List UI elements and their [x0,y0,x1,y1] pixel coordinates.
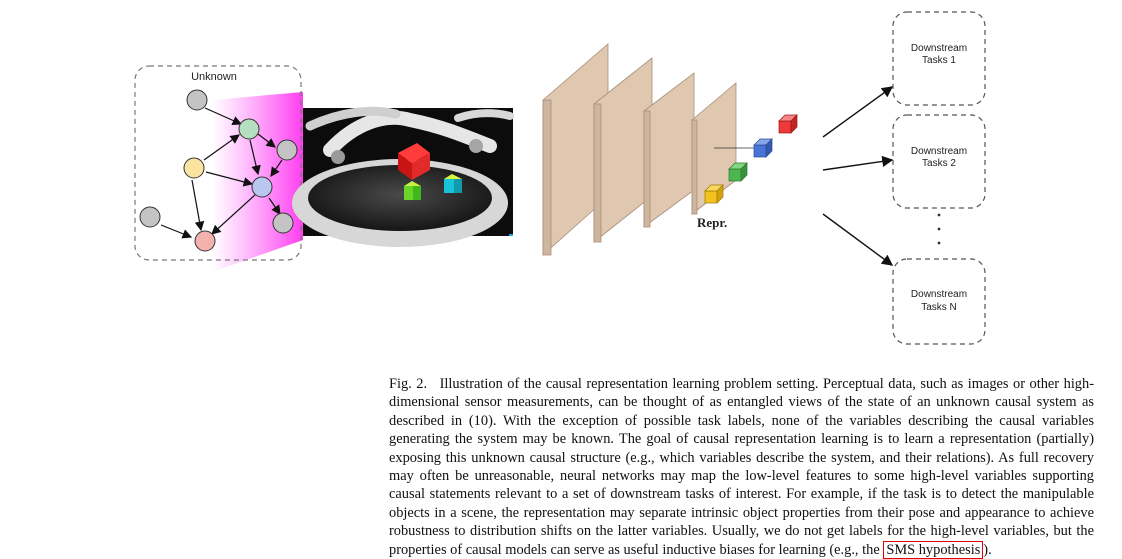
sms-hypothesis-link[interactable]: SMS hypothesis [883,540,984,559]
cube-yellow [704,184,724,204]
caption-text-b: . With the exception of possible task la… [389,412,1094,558]
caption-text-a: Illustration of the causal representatio… [389,376,1094,429]
cube-green [728,162,748,182]
reference-link[interactable]: (10) [468,412,493,429]
caption-text-c: ). [983,541,992,558]
downstream-tasks: Downstream Tasks 1 Downstream Tasks 2 Do… [892,11,986,345]
node-gray-right-2 [272,212,294,234]
robot-scene-image [292,106,514,247]
cube-red [778,114,798,134]
node-gray-top [186,89,208,111]
node-gray-left [139,206,161,228]
figure-caption: Fig. 2. Illustration of the causal repre… [389,375,1094,559]
task-1-line1: Downstream [911,43,967,54]
node-gray-right-1 [276,139,298,161]
task-2-box [892,114,986,209]
node-blue [251,176,273,198]
repr-label: Repr. [697,215,727,230]
task-n-line1: Downstream [911,289,967,300]
task-1-box [892,11,986,106]
figure-number: Fig. 2. [389,376,428,392]
unknown-label: Unknown [191,71,237,83]
unknown-graph-box [134,65,302,261]
ellipsis-dots [937,213,941,245]
node-red [194,230,216,252]
node-yellow [183,157,205,179]
task-2-line1: Downstream [911,146,967,157]
arrow-task-n [822,213,894,266]
network-layers [542,43,761,256]
node-green [238,118,260,140]
figure-illustration: Unknown [134,11,986,345]
arrow-task-2 [822,155,894,171]
task-n-box [892,258,986,345]
arrow-task-1 [822,86,894,138]
causal-graph: Unknown [134,65,303,272]
task-arrows [822,86,894,266]
task-1-line2: Tasks 1 [922,55,956,66]
task-2-line2: Tasks 2 [922,158,956,169]
cube-blue [753,138,773,158]
task-n-line2: Tasks N [921,302,957,313]
latent-cubes: Repr. [697,114,798,230]
